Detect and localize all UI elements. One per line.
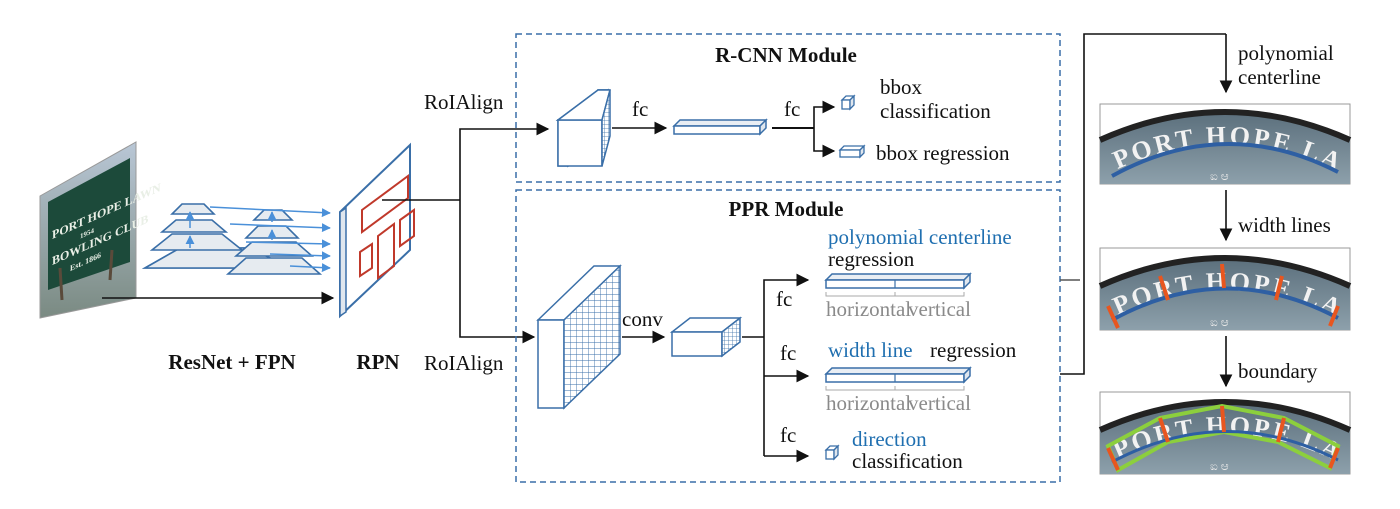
direction-title: direction <box>852 427 927 451</box>
fc-width-label: fc <box>780 341 796 365</box>
poly-regression-vector <box>824 272 972 297</box>
ppr-module-title: PPR Module <box>729 197 844 221</box>
ppr-module-box <box>515 189 1061 483</box>
conv-label: conv <box>622 307 663 331</box>
direction-cube-icon <box>824 444 840 461</box>
crop-mark-1: ಐ ಆ <box>1210 169 1229 183</box>
fc-dir-label: fc <box>780 423 796 447</box>
poly-vertical-label: vertical <box>908 297 971 321</box>
rcnn-module-title: R-CNN Module <box>715 43 857 67</box>
bbox-cls-line1: bbox <box>880 75 923 99</box>
step-poly-line1: polynomial <box>1238 41 1334 65</box>
bbox-cls-line2: classification <box>880 99 991 123</box>
fc-poly-label: fc <box>776 287 792 311</box>
roialign-top-label: RoIAlign <box>424 90 504 114</box>
rcnn-fc1-label: fc <box>632 97 648 121</box>
width-horizontal-label: horizontal <box>826 391 911 415</box>
roialign-bottom-arrow <box>459 200 536 344</box>
ppr-roi-feature-cube <box>536 264 622 410</box>
width-regression-label: regression <box>930 338 1017 362</box>
crop-centerline-image: PORT HOPE LAWN ಐ ಆ <box>0 0 1352 185</box>
crop-mark-3: ಐ ಆ <box>1210 459 1229 473</box>
poly-centerline-title: polynomial centerline <box>828 225 1012 249</box>
rpn-box <box>339 142 415 319</box>
rcnn-module-box <box>515 33 1061 183</box>
backbone-label: ResNet + FPN <box>168 350 295 374</box>
svg-text:PORT HOPE LAWN: PORT HOPE LAWN <box>0 0 1346 176</box>
input-image: PORT HOPE LAWN 1954 BOWLING CLUB Est. 18… <box>39 141 161 319</box>
bbox-reg-box-icon <box>838 144 866 159</box>
direction-cls-label: classification <box>852 449 963 473</box>
ppr-conv-feature-cube <box>669 316 743 358</box>
rcnn-fc2-label: fc <box>784 97 800 121</box>
bbox-cls-cube-icon <box>840 94 856 111</box>
step-boundary-label: boundary <box>1238 359 1318 383</box>
width-line-title: width line <box>828 338 913 362</box>
rpn-label: RPN <box>356 350 399 374</box>
width-regression-vector <box>824 366 972 391</box>
roialign-bottom-label: RoIAlign <box>424 351 504 375</box>
step-width-label: width lines <box>1238 213 1331 237</box>
poly-horizontal-label: horizontal <box>826 297 911 321</box>
fpn-pyramid <box>141 203 331 275</box>
rcnn-roi-feature-cube <box>555 88 611 168</box>
crop-mark-2: ಐ ಆ <box>1210 315 1229 329</box>
step-poly-line2: centerline <box>1238 65 1321 89</box>
rcnn-fc-vector <box>672 118 768 136</box>
bbox-reg-label: bbox regression <box>876 141 1010 165</box>
width-vertical-label: vertical <box>908 391 971 415</box>
poly-regression-label: regression <box>828 247 915 271</box>
crop-text-1: PORT HOPE LAWN <box>0 0 1343 176</box>
roialign-top-arrow <box>459 122 550 200</box>
